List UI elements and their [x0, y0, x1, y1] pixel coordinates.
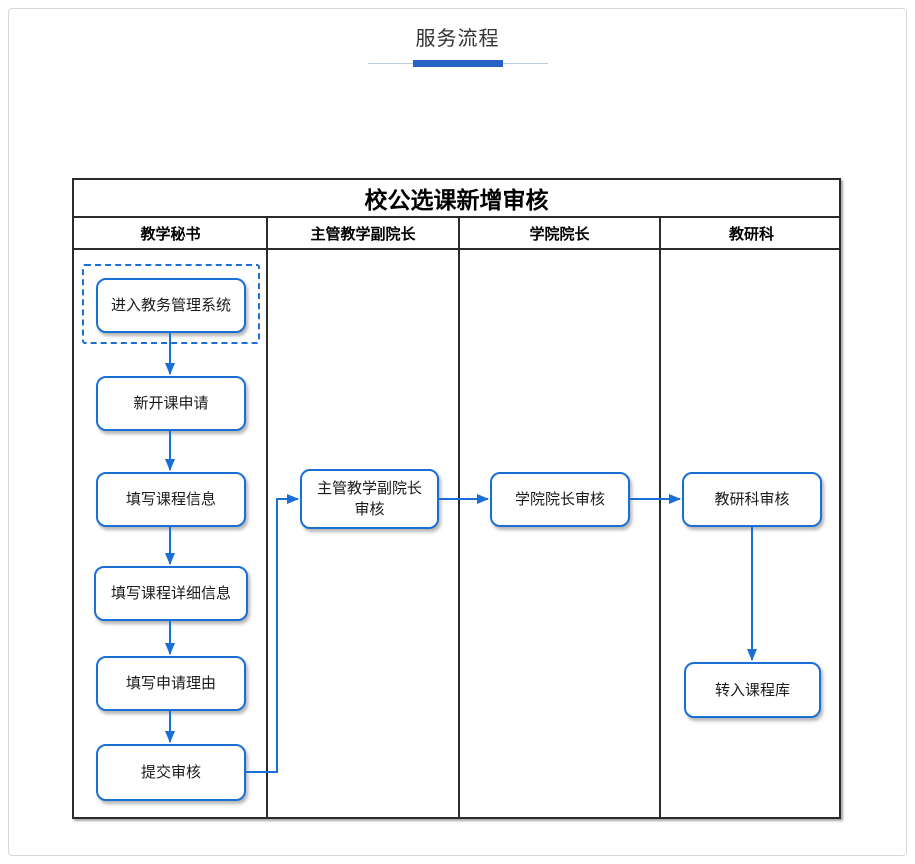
title-underline-accent-bar — [412, 60, 503, 67]
flow-node-fill-course-info: 填写课程信息 — [96, 472, 246, 527]
flow-node-vice-dean-review: 主管教学副院长审核 — [300, 469, 439, 529]
flow-node-to-course-library: 转入课程库 — [684, 662, 821, 718]
lane-divider — [458, 218, 460, 817]
flowchart-title: 校公选课新增审核 — [364, 187, 549, 213]
flowchart-title-row: 校公选课新增审核 — [74, 180, 839, 218]
flow-node-fill-course-detail: 填写课程详细信息 — [94, 566, 248, 621]
flow-node-new-course-apply: 新开课申请 — [96, 376, 246, 431]
lane-divider — [659, 218, 661, 817]
start-node-dashed-frame — [82, 264, 260, 344]
lane-header-research-section: 教研科 — [728, 225, 774, 243]
swimlane-flowchart: 校公选课新增审核 教学秘书 主管教学副院长 学院院长 教研科 进入教务管理系统 … — [72, 178, 841, 819]
flow-node-dean-review: 学院院长审核 — [490, 472, 630, 527]
lane-header-teaching-secretary: 教学秘书 — [140, 225, 201, 243]
page-header: 服务流程 — [0, 22, 915, 67]
flow-node-fill-apply-reason: 填写申请理由 — [96, 656, 246, 711]
flow-node-submit-review: 提交审核 — [96, 744, 246, 801]
lane-header-row: 教学秘书 主管教学副院长 学院院长 教研科 — [74, 218, 839, 250]
flow-node-research-review: 教研科审核 — [682, 472, 822, 527]
title-underline — [367, 60, 548, 67]
flow-node-enter-system: 进入教务管理系统 — [96, 278, 246, 333]
lane-header-vice-dean: 主管教学副院长 — [310, 225, 416, 243]
lane-header-college-dean: 学院院长 — [529, 225, 590, 243]
page-title: 服务流程 — [415, 28, 500, 50]
lane-divider — [266, 218, 268, 817]
